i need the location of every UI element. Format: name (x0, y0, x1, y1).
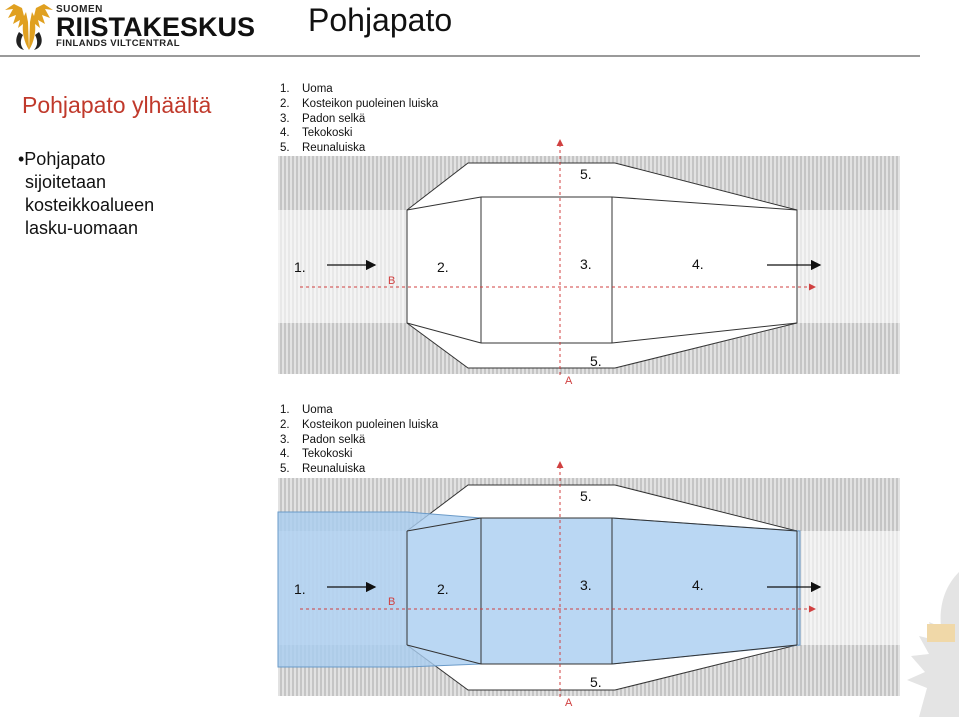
diagram-bottom (277, 461, 900, 697)
legend-item: 3.Padon selkä (280, 433, 366, 446)
logo-top-text: SUOMEN (56, 4, 103, 15)
section-label-b: B (388, 275, 396, 287)
label-5: 5. (580, 166, 592, 182)
logo: SUOMEN RIISTAKESKUS FINLANDS VILTCENTRAL (0, 0, 255, 55)
header-divider (0, 55, 920, 57)
legend-item: 1.Uoma (280, 404, 333, 416)
label-3: 3. (580, 577, 592, 593)
label-3: 3. (580, 256, 592, 272)
legend-item: 4.Tekokoski (280, 127, 353, 140)
bullet-line: •Pohjapato (18, 149, 106, 169)
legend-item: 1.Uoma (280, 83, 333, 95)
legend-bottom: 1.Uoma 2.Kosteikon puoleinen luiska 3.Pa… (280, 403, 438, 477)
label-4: 4. (692, 577, 704, 593)
label-1: 1. (294, 581, 306, 597)
legend-item: 3.Padon selkä (280, 112, 366, 125)
section-label-a: A (565, 697, 573, 709)
logo-sub-text: FINLANDS VILTCENTRAL (56, 38, 180, 49)
bullet-text: •Pohjapato sijoitetaan kosteikkoalueen l… (18, 148, 258, 240)
label-5: 5. (590, 674, 602, 690)
section-label-b: B (388, 596, 396, 608)
legend-item: 5.Reunaluiska (280, 142, 366, 155)
slide-subtitle: Pohjapato ylhäältä (22, 92, 212, 118)
label-5: 5. (590, 353, 602, 369)
section-label-a: A (565, 375, 573, 387)
corner-antler-decoration (907, 572, 959, 717)
label-2: 2. (437, 581, 449, 597)
label-1: 1. (294, 259, 306, 275)
legend-item: 2.Kosteikon puoleinen luiska (280, 97, 439, 110)
label-4: 4. (692, 256, 704, 272)
diagram-top (278, 139, 900, 375)
page-title: Pohjapato (308, 2, 453, 38)
logo-main-text: RIISTAKESKUS (56, 12, 256, 42)
legend-item: 2.Kosteikon puoleinen luiska (280, 418, 439, 431)
label-2: 2. (437, 259, 449, 275)
antler-logo-icon (5, 4, 53, 50)
water-area (277, 511, 801, 668)
bullet-line: kosteikkoalueen (25, 195, 155, 215)
bullet-line: sijoitetaan (25, 172, 107, 192)
legend-item: 5.Reunaluiska (280, 463, 366, 476)
legend-top: 1.Uoma 2.Kosteikon puoleinen luiska 3.Pa… (280, 82, 438, 156)
label-5: 5. (580, 488, 592, 504)
legend-item: 4.Tekokoski (280, 448, 353, 461)
bullet-line: lasku-uomaan (25, 218, 139, 238)
